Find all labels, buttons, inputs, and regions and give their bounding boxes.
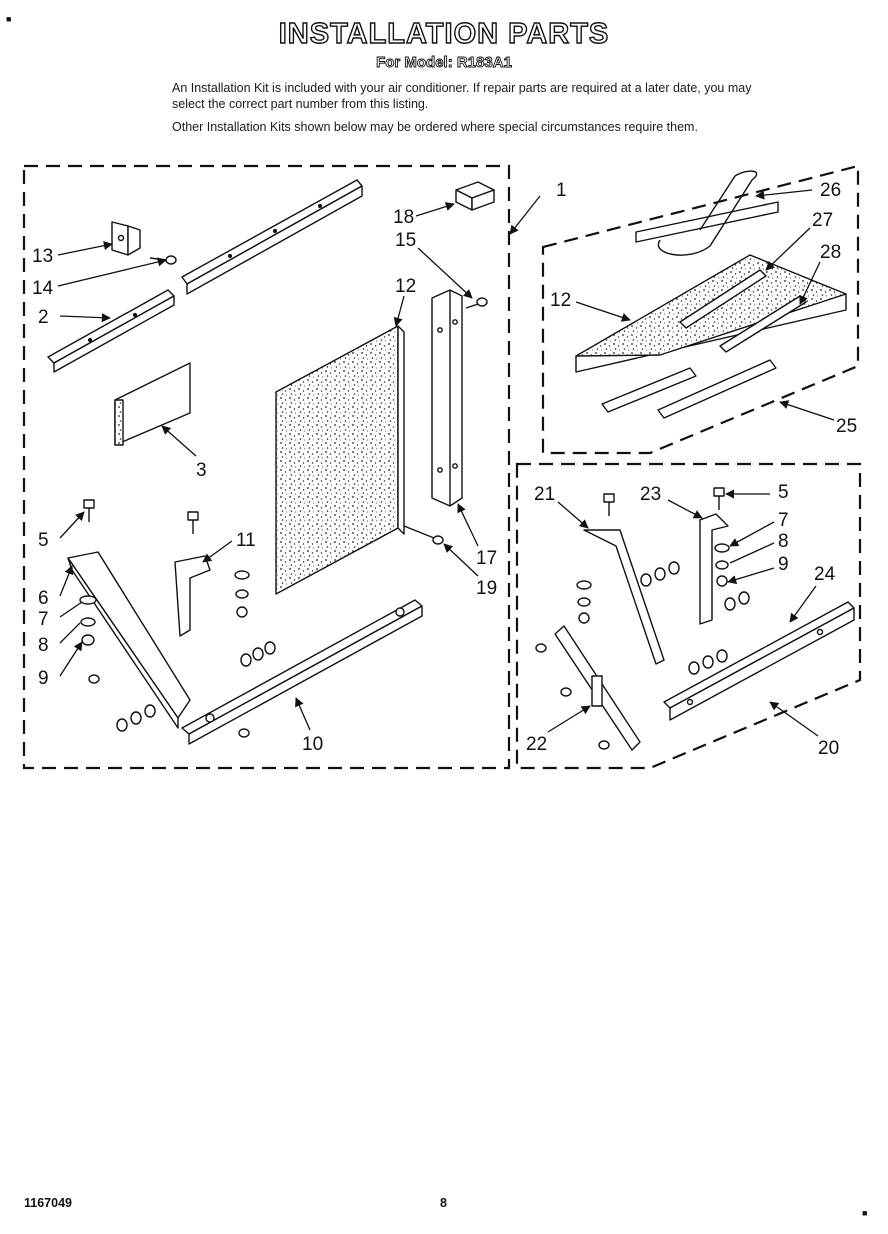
side-panel-kit-parts [575, 170, 847, 419]
callout-8b: 8 [778, 531, 789, 552]
callout-7a: 7 [38, 609, 49, 630]
foam-panel-12 [275, 325, 405, 595]
foam-panel-kit [575, 254, 847, 373]
bracket-kit-parts [535, 487, 855, 751]
hardware-right [535, 487, 750, 750]
screw-15 [465, 297, 488, 309]
callout-27: 27 [812, 210, 833, 231]
callout-28: 28 [820, 242, 841, 263]
document-number: 1167049 [24, 1196, 72, 1210]
callout-6: 6 [38, 588, 49, 609]
callout-5a: 5 [38, 530, 49, 551]
seal-strip-26 [635, 170, 779, 256]
bracket-kit-boundary [515, 462, 862, 770]
brace-22 [554, 625, 641, 751]
side-channel-17 [431, 289, 463, 507]
page-title: INSTALLATION PARTS [278, 17, 610, 50]
bottom-rail-10 [181, 599, 423, 745]
callout-11: 11 [236, 530, 256, 551]
side-panel-kit-boundary [541, 164, 860, 455]
callout-13: 13 [32, 246, 53, 267]
callout-21: 21 [534, 484, 555, 505]
corner-mark-bottom-right: ■ [862, 1208, 868, 1218]
foam-seal-3 [114, 362, 191, 446]
callout-numbers: 1 13 14 2 3 5 6 7 8 9 10 11 12 15 18 17 … [32, 180, 857, 759]
leader-lines [57, 189, 835, 737]
page-number: 8 [440, 1196, 447, 1210]
top-channel-upper [181, 179, 363, 295]
channel-25 [601, 359, 777, 419]
callout-19: 19 [476, 578, 497, 599]
callout-26: 26 [820, 180, 841, 201]
brace-23 [699, 513, 729, 625]
main-kit-boundary [22, 164, 511, 770]
callout-10: 10 [302, 734, 323, 755]
mounting-bracket-13 [111, 221, 141, 256]
callout-18: 18 [393, 207, 414, 228]
callout-17: 17 [476, 548, 497, 569]
callout-2: 2 [38, 307, 49, 328]
callout-20: 20 [818, 738, 839, 759]
screw-19 [403, 525, 444, 545]
main-kit-parts [47, 179, 495, 745]
kit-boundaries [22, 164, 862, 770]
callout-15: 15 [395, 230, 416, 251]
top-channel-lower [47, 289, 175, 373]
callout-5b: 5 [778, 482, 789, 503]
callout-22: 22 [526, 734, 547, 755]
callout-14: 14 [32, 278, 54, 299]
callout-7b: 7 [778, 510, 789, 531]
callout-12a: 12 [395, 276, 416, 297]
callout-9b: 9 [778, 554, 789, 575]
model-subtitle: For Model: R183A1 [376, 54, 513, 72]
intro-paragraph-kit: An Installation Kit is included with you… [172, 81, 752, 111]
callout-8a: 8 [38, 635, 49, 656]
brace-21 [583, 529, 665, 665]
callout-9a: 9 [38, 668, 49, 689]
corner-mark-top-left: ■ [6, 14, 12, 24]
callout-23: 23 [640, 484, 661, 505]
rail-24 [663, 601, 855, 721]
callout-12b: 12 [550, 290, 571, 311]
callout-25: 25 [836, 416, 857, 437]
callout-1: 1 [556, 180, 567, 201]
callout-3: 3 [196, 460, 207, 481]
hardware-left [79, 499, 276, 738]
foam-block-18 [455, 181, 495, 211]
bracket-11 [174, 555, 211, 637]
intro-paragraph-other-kits: Other Installation Kits shown below may … [172, 120, 698, 134]
callout-24: 24 [814, 564, 836, 585]
